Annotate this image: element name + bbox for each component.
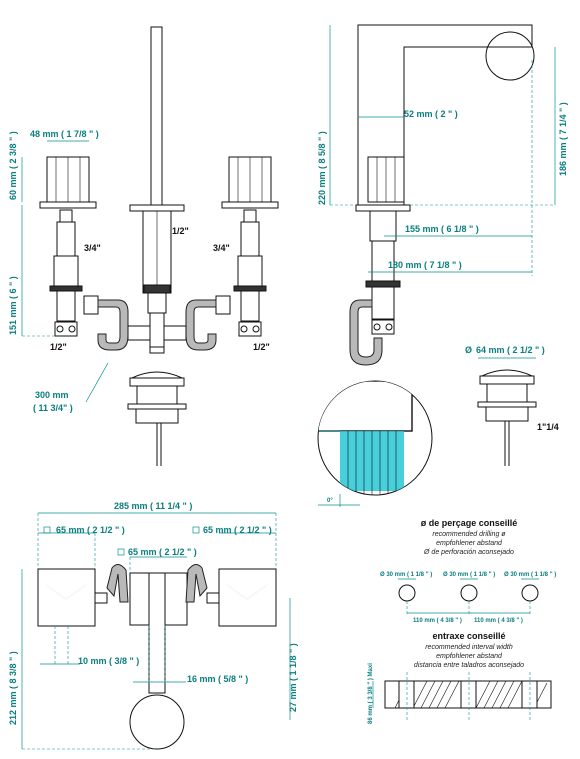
drilling-line-en: recommended drilling ø [432, 531, 506, 538]
top-view [37, 564, 277, 750]
interval-title: entraxe conseillé [432, 631, 505, 641]
dim-handle-width: 48 mm ( 1 7/8 " ) [30, 129, 99, 139]
side-view [349, 24, 535, 366]
drill-hole-3 [521, 584, 539, 602]
interval-line-en: recommended interval width [425, 644, 513, 651]
dim-left-square: 65 mm ( 2 1/2 " ) [56, 525, 125, 535]
drill-hole-2 [460, 584, 478, 602]
label-thread-left-bottom: 1/2" [50, 342, 67, 352]
drilling-notes: ø de perçage conseillé recommended drill… [380, 518, 556, 624]
front-view [39, 26, 279, 466]
dim-hose-length-in: ( 11 3/4" ) [33, 403, 73, 413]
top-view-dimensions: 285 mm ( 11 1/4 " ) 65 mm ( 2 1/2 " ) 65… [8, 501, 298, 750]
dim-reach-155: 155 mm ( 6 1/8 " ) [405, 224, 479, 234]
dim-aerator-angle: 0° [327, 498, 333, 504]
interval-line-es: distancia entre taladros aconsejado [414, 662, 524, 669]
dim-spacing-left: 110 mm ( 4 3/8 " ) [413, 618, 462, 624]
dim-hole-1: Ø 30 mm ( 1 1/8 " ) [380, 572, 432, 578]
drain-right: Ø 64 mm ( 2 1/2 " ) 1"1/4 [465, 345, 559, 466]
dim-right-square: 65 mm ( 2 1/2 " ) [203, 525, 272, 535]
dim-handle-height: 60 mm ( 2 3/8 " ) [8, 131, 18, 200]
drilling-line-es: Ø de perforación aconsejado [423, 549, 514, 556]
dim-body-length: 151 mm ( 6 " ) [8, 276, 18, 335]
drill-hole-1 [398, 584, 416, 602]
dim-drain-diameter-symbol: Ø [465, 345, 472, 355]
dim-hole-3: Ø 30 mm ( 1 1/8 " ) [504, 572, 556, 578]
side-view-dimensions: 220 mm ( 8 5/8 " ) 186 mm ( 7 1/4 " ) 52… [317, 25, 568, 276]
dim-spout-width-top: 16 mm ( 5/8 " ) [187, 674, 248, 684]
dim-spacing-right: 110 mm ( 4 3/8 " ) [474, 618, 523, 624]
interval-notes: entraxe conseillé recommended interval w… [368, 631, 552, 724]
dim-offset: 27 mm ( 1 1/8 " ) [288, 643, 298, 712]
aerator-zoom: 0° [317, 380, 433, 507]
front-view-dimensions: 48 mm ( 1 7/8 " ) 60 mm ( 2 3/8 " ) 151 … [8, 129, 270, 413]
dim-total-height: 220 mm ( 8 5/8 " ) [317, 131, 327, 205]
label-thread-right-bottom: 1/2" [253, 342, 270, 352]
label-thread-left-top: 3/4" [84, 243, 101, 253]
drilling-title: ø de perçage conseillé [421, 518, 518, 528]
dim-reach-180: 180 mm ( 7 1/8 " ) [388, 260, 462, 270]
drilling-line-de: empfohlener abstand [436, 540, 503, 547]
dim-spout-height: 186 mm ( 7 1/4 " ) [558, 102, 568, 176]
dim-max-thickness: 86 mm ( 3 3/8 " ) Maxi [368, 663, 374, 724]
dim-hole-2: Ø 30 mm ( 1 1/8 " ) [443, 572, 495, 578]
dim-depth: 212 mm ( 8 3/8 " ) [8, 651, 18, 725]
label-drain-thread: 1"1/4 [537, 422, 559, 432]
dim-drain-diameter: 64 mm ( 2 1/2 " ) [476, 345, 545, 355]
label-thread-right-top: 3/4" [213, 243, 230, 253]
label-thread-center: 1/2" [172, 226, 189, 236]
dim-stem-width: 10 mm ( 3/8 " ) [78, 656, 139, 666]
dim-hose-length: 300 mm [35, 390, 69, 400]
dim-spout-base: 65 mm ( 2 1/2 " ) [128, 547, 197, 557]
dim-spout-width: 52 mm ( 2 " ) [404, 109, 458, 119]
dim-overall-width: 285 mm ( 11 1/4 " ) [114, 501, 192, 511]
interval-line-de: empfohlener abstand [436, 653, 503, 660]
